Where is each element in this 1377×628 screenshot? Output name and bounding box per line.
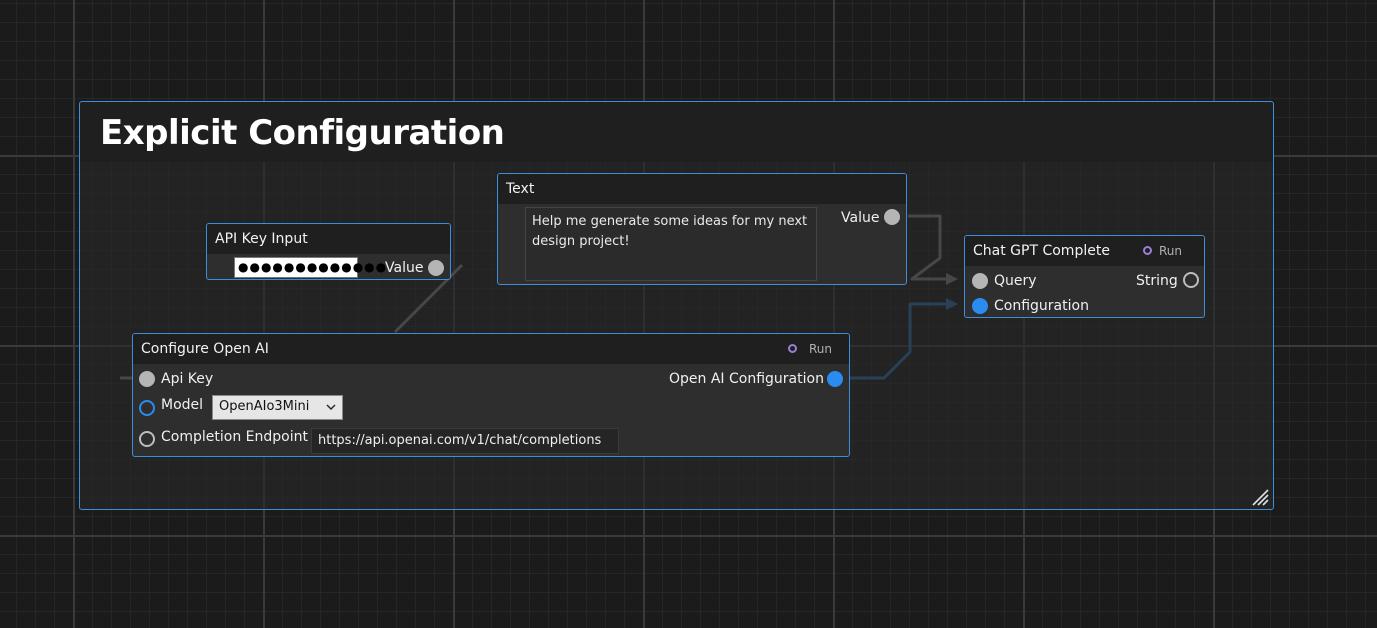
input-label-query: Query [994,273,1037,289]
input-pin-configuration[interactable] [972,298,988,314]
run-trigger-icon[interactable] [1143,246,1152,255]
run-label: Run [809,342,833,356]
run-trigger-icon[interactable] [788,344,797,353]
output-label-value: Value [385,260,424,276]
node-chat-gpt-complete[interactable]: Chat GPT Complete Run Query String Confi… [964,235,1205,318]
output-label-open-ai-configuration: Open AI Configuration [669,371,824,387]
node-title: Chat GPT Complete [973,243,1110,259]
output-pin-value[interactable] [428,260,444,276]
node-title: Configure Open AI [141,341,269,357]
input-label-api-key: Api Key [161,371,214,387]
output-label-string: String [1136,273,1178,289]
node-configure-open-ai[interactable]: Configure Open AI Run Api Key Open AI Co… [132,333,850,457]
api-key-password-field[interactable]: ●●●●●●●●●●●●● [234,257,386,278]
group-title: Explicit Configuration [100,113,505,153]
input-pin-api-key[interactable] [139,371,155,387]
model-select-value: OpenAIo3Mini [219,399,310,414]
input-label-completion-endpoint: Completion Endpoint [161,429,308,445]
group-header[interactable]: Explicit Configuration [80,102,1273,162]
text-content-area[interactable]: Help me generate some ideas for my next … [525,207,817,281]
output-label-value: Value [841,210,880,226]
node-title: API Key Input [215,231,308,247]
completion-endpoint-field[interactable]: https://api.openai.com/v1/chat/completio… [311,428,619,454]
output-pin-string[interactable] [1183,272,1199,288]
output-pin-open-ai-configuration[interactable] [827,371,843,387]
node-header[interactable]: Text [498,174,906,204]
input-pin-model[interactable] [139,400,155,416]
input-pin-completion-endpoint[interactable] [139,431,155,447]
node-header[interactable]: Configure Open AI Run [133,334,849,364]
node-header[interactable]: API Key Input [207,224,450,254]
model-select[interactable]: OpenAIo3Mini [212,395,343,420]
node-title: Text [506,181,535,197]
node-api-key-input[interactable]: API Key Input ●●●●●●●●●●●●● Value [206,223,451,280]
node-header[interactable]: Chat GPT Complete Run [965,236,1204,266]
chevron-down-icon [326,404,336,410]
input-pin-query[interactable] [972,273,988,289]
input-label-configuration: Configuration [994,298,1089,314]
output-pin-value[interactable] [884,209,900,225]
resize-grip-icon[interactable] [1251,488,1269,506]
node-text[interactable]: Text Help me generate some ideas for my … [497,173,907,285]
run-label: Run [1159,244,1183,258]
input-label-model: Model [161,397,204,413]
